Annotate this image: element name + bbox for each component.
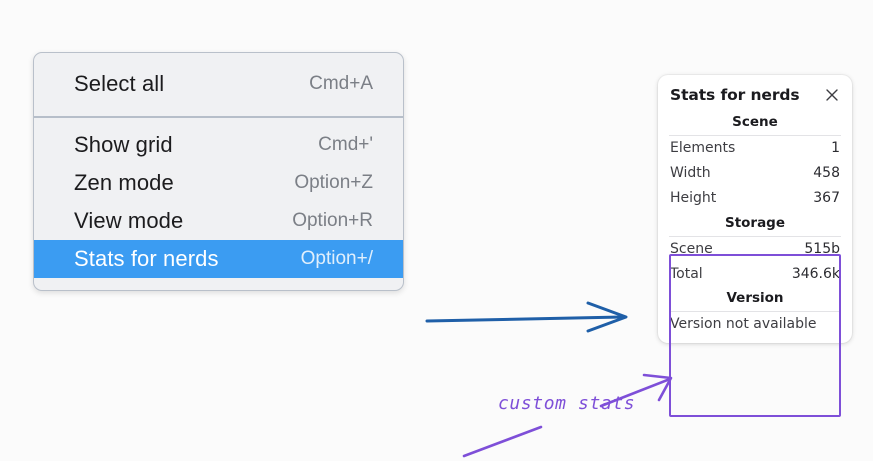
menu-item-label: Select all xyxy=(74,71,165,96)
section-heading-storage: Storage xyxy=(724,214,786,231)
menu-item-view-mode[interactable]: View mode Option+R xyxy=(34,202,403,240)
stat-value: 367 xyxy=(813,189,840,206)
menu-item-label: Show grid xyxy=(74,132,173,157)
stat-row-storage-total: Total 346.6k xyxy=(669,262,841,287)
menu-item-zen-mode[interactable]: Zen mode Option+Z xyxy=(34,164,403,202)
custom-stats-annotation-label: custom stats xyxy=(498,393,636,414)
close-icon[interactable] xyxy=(824,87,840,103)
stats-for-nerds-panel: Stats for nerds Scene Elements 1 Width 4… xyxy=(658,75,852,344)
stat-value: 458 xyxy=(813,164,840,181)
version-not-available-text: Version not available xyxy=(670,316,817,333)
stat-row-height: Height 367 xyxy=(669,186,841,211)
menu-item-label: Stats for nerds xyxy=(74,246,219,271)
stat-value: 1 xyxy=(831,140,840,156)
menu-item-stats-for-nerds[interactable]: Stats for nerds Option+/ xyxy=(34,240,403,278)
stat-key: Scene xyxy=(670,240,713,257)
menu-item-shortcut: Option+R xyxy=(292,210,373,231)
stat-row-storage-scene: Scene 515b xyxy=(669,237,841,262)
stats-panel-header: Stats for nerds xyxy=(669,84,841,110)
section-divider xyxy=(669,135,841,136)
stats-section-storage: Storage Scene 515b Total 346.6k xyxy=(669,211,841,287)
menu-item-label: Zen mode xyxy=(74,170,174,195)
section-divider xyxy=(669,311,841,313)
menu-item-label: View mode xyxy=(74,208,184,233)
section-heading-version: Version xyxy=(726,290,784,307)
stat-row-width: Width 458 xyxy=(669,161,841,186)
section-heading-scene: Scene xyxy=(732,114,778,130)
context-menu-group-2: Show grid Cmd+' Zen mode Option+Z View m… xyxy=(34,118,403,290)
stat-key: Elements xyxy=(670,140,736,156)
stats-section-scene: Scene Elements 1 Width 458 Height 367 xyxy=(669,110,841,211)
menu-item-shortcut: Cmd+' xyxy=(318,134,373,155)
menu-item-select-all[interactable]: Select all Cmd+A xyxy=(34,65,403,103)
menu-item-show-grid[interactable]: Show grid Cmd+' xyxy=(34,126,403,164)
stats-panel-title: Stats for nerds xyxy=(670,86,800,104)
stat-key: Height xyxy=(670,189,717,206)
stat-value: 346.6k xyxy=(791,265,840,282)
stats-section-version: Version Version not available xyxy=(669,286,841,333)
context-menu-group-1: Select all Cmd+A xyxy=(34,53,403,118)
context-menu: Select all Cmd+A Show grid Cmd+' Zen mod… xyxy=(33,52,404,291)
stat-key: Total xyxy=(670,265,703,282)
stat-row-elements: Elements 1 xyxy=(669,136,841,161)
purple-underline-annotation xyxy=(462,425,543,458)
menu-item-shortcut: Option+Z xyxy=(294,172,373,193)
section-divider xyxy=(669,235,841,237)
blue-arrow-annotation xyxy=(425,301,628,333)
stat-key: Width xyxy=(670,164,711,181)
menu-item-shortcut: Option+/ xyxy=(300,248,373,269)
stat-value: 515b xyxy=(804,240,840,257)
menu-item-shortcut: Cmd+A xyxy=(309,73,373,94)
